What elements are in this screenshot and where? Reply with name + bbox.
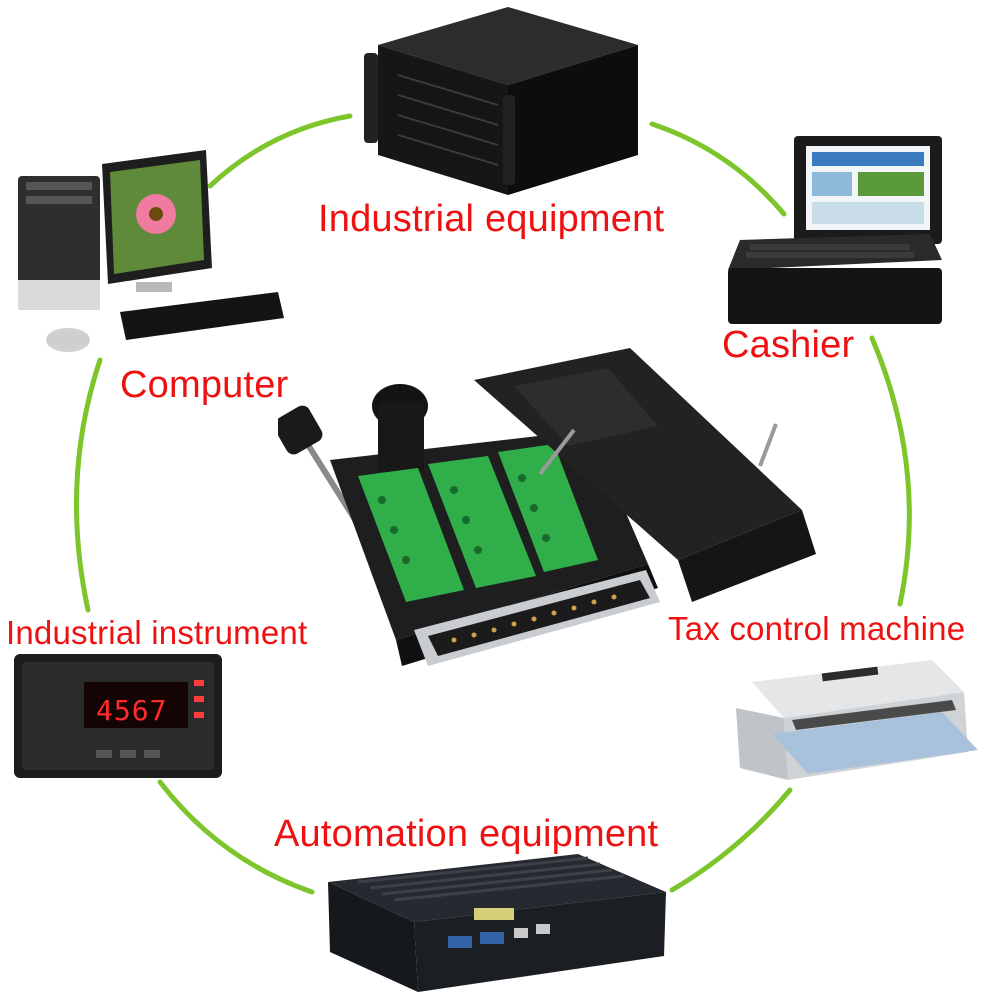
label-cashier: Cashier [722, 324, 855, 366]
ring-arc-bottom-right [669, 787, 793, 893]
label-automation-equipment: Automation equipment [274, 813, 659, 855]
label-computer: Computer [120, 364, 289, 406]
desktop-computer-image [16, 150, 286, 360]
ring-arc-top-right [649, 121, 787, 217]
label-tax-control-machine: Tax control machine [668, 610, 966, 647]
automation-box-pc-image [318, 852, 668, 994]
label-industrial-instrument: Industrial instrument [6, 614, 308, 651]
ring-arc-bottom-left [157, 779, 315, 895]
rack-server-image [358, 5, 640, 205]
ring-arc-left [73, 357, 103, 613]
panel-meter-image: 4567 [12, 652, 224, 782]
ring-arc-right [869, 335, 912, 607]
cashier-laptop-image [720, 130, 945, 330]
meter-readout: 4567 [96, 694, 168, 727]
tax-printer-image [732, 652, 982, 787]
label-industrial-equipment: Industrial equipment [318, 198, 665, 240]
ring-arc-top-left [207, 113, 353, 189]
db37-terminal-connector-image [278, 340, 828, 680]
